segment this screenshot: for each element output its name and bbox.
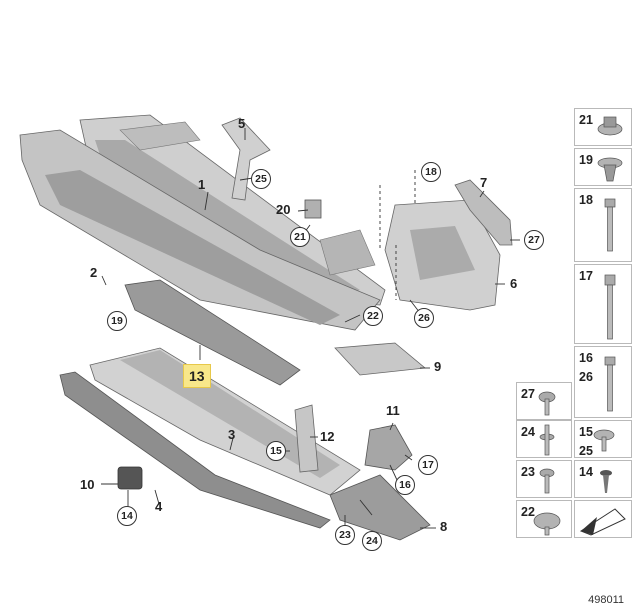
parts-table-label: 21 bbox=[579, 113, 593, 127]
flange-nut-icon bbox=[597, 116, 623, 136]
parts-table-cell[interactable] bbox=[574, 500, 632, 538]
callout-7[interactable]: 7 bbox=[480, 175, 488, 190]
bracket-part-7[interactable] bbox=[454, 179, 513, 246]
parts-table-label: 16 bbox=[579, 351, 593, 365]
parts-table-cell[interactable]: 19 bbox=[574, 148, 632, 186]
callout-8[interactable]: 8 bbox=[440, 519, 448, 534]
parts-table-label: 17 bbox=[579, 269, 593, 283]
long-bolt-icon bbox=[604, 274, 616, 340]
reference-number: 498011 bbox=[588, 594, 624, 606]
pan-screw-icon bbox=[533, 512, 561, 536]
short-screw-icon bbox=[538, 391, 556, 416]
parts-table-cell[interactable]: 14 bbox=[574, 460, 632, 498]
callout-5[interactable]: 5 bbox=[238, 116, 246, 131]
parts-table-cell[interactable]: 24 bbox=[516, 420, 572, 458]
push-rivet-icon bbox=[539, 468, 555, 494]
callout-15[interactable]: 15 bbox=[266, 441, 286, 461]
parts-table-label: 15 bbox=[579, 425, 593, 439]
callout-3[interactable]: 3 bbox=[228, 427, 236, 442]
parts-table-cell[interactable]: 27 bbox=[516, 382, 572, 420]
lower-strip-part-4[interactable] bbox=[59, 371, 331, 529]
expanding-nut-icon bbox=[597, 157, 623, 182]
parts-table-cell[interactable]: 21 bbox=[574, 108, 632, 146]
clip-part-20[interactable] bbox=[304, 199, 322, 219]
parts-table-label: 27 bbox=[521, 387, 535, 401]
parts-table-cell[interactable]: 17 bbox=[574, 264, 632, 344]
callout-9[interactable]: 9 bbox=[434, 359, 442, 374]
parts-table-cell[interactable]: 23 bbox=[516, 460, 572, 498]
parts-table-label: 25 bbox=[579, 444, 593, 458]
callout-24[interactable]: 24 bbox=[362, 531, 382, 551]
callout-2[interactable]: 2 bbox=[90, 265, 98, 280]
callout-27[interactable]: 27 bbox=[524, 230, 544, 250]
parts-table-cell[interactable]: 22 bbox=[516, 500, 572, 538]
long-screw-icon bbox=[604, 356, 616, 412]
callout-21[interactable]: 21 bbox=[290, 227, 310, 247]
callout-26[interactable]: 26 bbox=[414, 308, 434, 328]
stud-icon bbox=[539, 424, 555, 456]
callout-6[interactable]: 6 bbox=[510, 276, 518, 291]
bracket-part-12[interactable] bbox=[294, 404, 319, 473]
parts-table-label: 18 bbox=[579, 193, 593, 207]
callout-20[interactable]: 20 bbox=[276, 202, 291, 217]
callout-23[interactable]: 23 bbox=[335, 525, 355, 545]
callout-18[interactable]: 18 bbox=[421, 162, 441, 182]
callout-4[interactable]: 4 bbox=[155, 499, 163, 514]
callout-25[interactable]: 25 bbox=[251, 169, 271, 189]
parts-table-label: 26 bbox=[579, 370, 593, 384]
arrow-icon bbox=[579, 508, 626, 536]
bumper-carrier-part[interactable] bbox=[79, 114, 386, 306]
callout-19[interactable]: 19 bbox=[107, 311, 127, 331]
bracket-part-9[interactable] bbox=[334, 342, 426, 376]
callout-10[interactable]: 10 bbox=[80, 477, 95, 492]
washer-screw-icon bbox=[593, 429, 615, 452]
bracket-part-11[interactable] bbox=[364, 424, 413, 471]
parts-table-label: 19 bbox=[579, 153, 593, 167]
sensor-part-10[interactable] bbox=[117, 466, 143, 490]
bracket-part-13[interactable] bbox=[124, 279, 301, 386]
bumper-absorber-part[interactable] bbox=[19, 129, 381, 331]
callout-13[interactable]: 13 bbox=[183, 364, 211, 388]
grille-part-8[interactable] bbox=[329, 474, 431, 541]
callout-17[interactable]: 17 bbox=[418, 455, 438, 475]
callout-14[interactable]: 14 bbox=[117, 506, 137, 526]
bracket-part-5[interactable] bbox=[221, 117, 271, 201]
parts-table-label: 14 bbox=[579, 465, 593, 479]
callout-11[interactable]: 11 bbox=[386, 403, 400, 418]
parts-table-label: 24 bbox=[521, 425, 535, 439]
clip-icon bbox=[600, 470, 612, 493]
callout-16[interactable]: 16 bbox=[395, 475, 415, 495]
callout-12[interactable]: 12 bbox=[320, 429, 335, 444]
callout-22[interactable]: 22 bbox=[363, 306, 383, 326]
callout-1[interactable]: 1 bbox=[198, 177, 206, 192]
parts-table-label: 23 bbox=[521, 465, 535, 479]
parts-table-cell[interactable]: 18 bbox=[574, 188, 632, 262]
screw-icon bbox=[604, 198, 616, 252]
parts-table-label: 22 bbox=[521, 505, 535, 519]
